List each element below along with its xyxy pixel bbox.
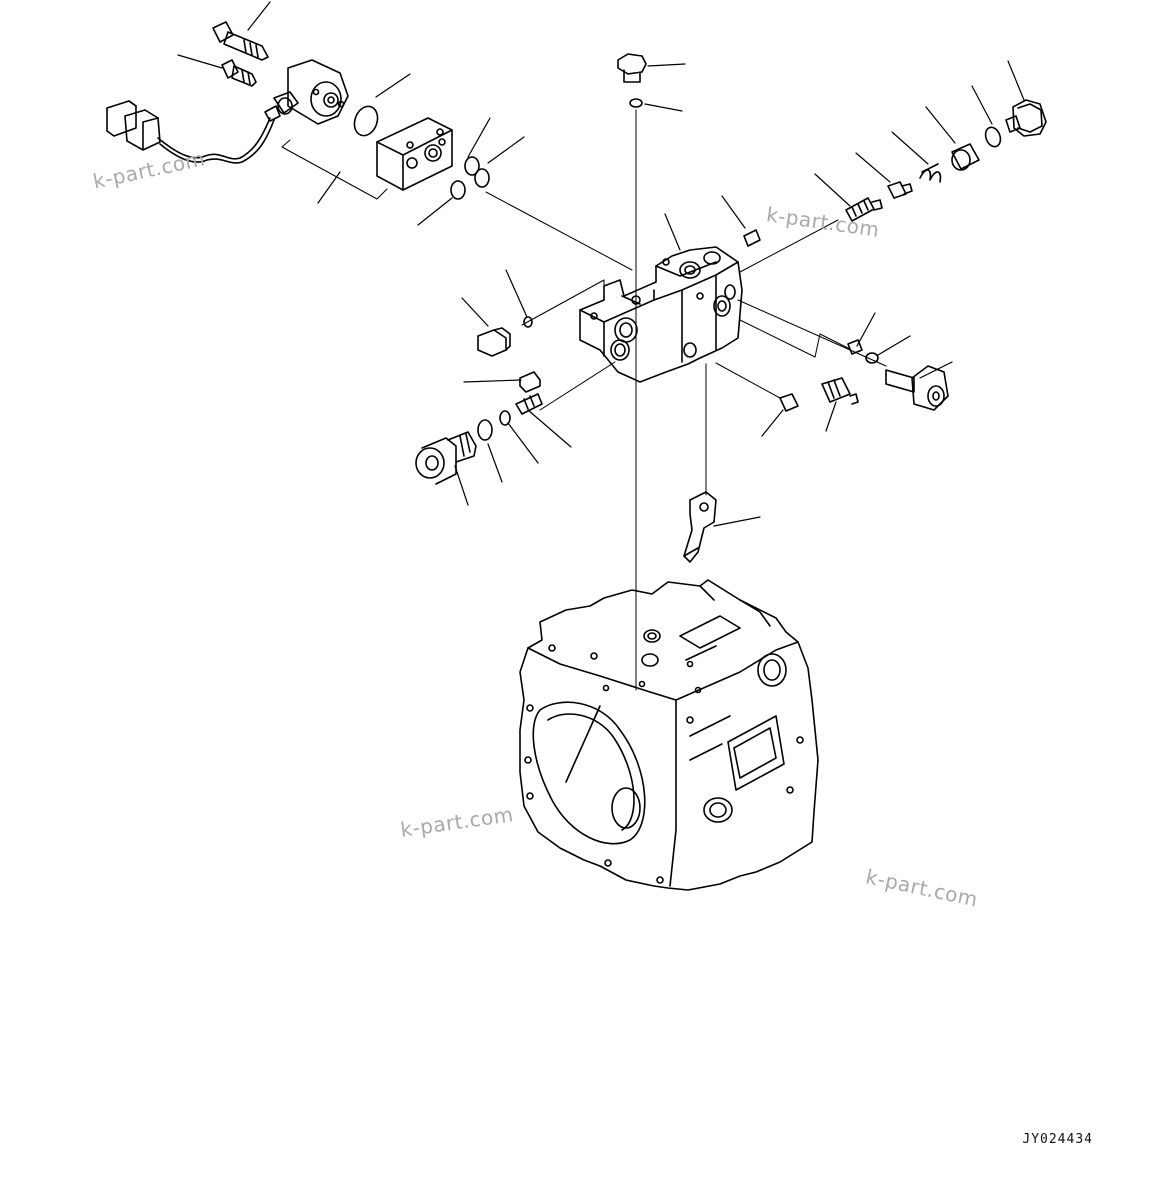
mounting-bolts <box>213 22 268 86</box>
leader-lines <box>178 2 1024 526</box>
assembly-axis-lines <box>282 110 886 690</box>
large-plug <box>416 432 476 484</box>
bracket <box>684 492 716 562</box>
o-rings <box>351 99 1003 440</box>
drawing-code: JY024434 <box>1022 1132 1093 1147</box>
pump-housing <box>520 580 818 890</box>
fittings <box>478 328 862 414</box>
electrical-connector <box>107 101 274 163</box>
regulator-valve-body <box>580 247 742 382</box>
spool-spring-stack <box>744 100 1046 246</box>
solenoid-valve <box>265 60 348 124</box>
adjusting-screw <box>886 366 948 410</box>
top-plug <box>618 54 646 82</box>
spacer-block <box>377 118 452 190</box>
